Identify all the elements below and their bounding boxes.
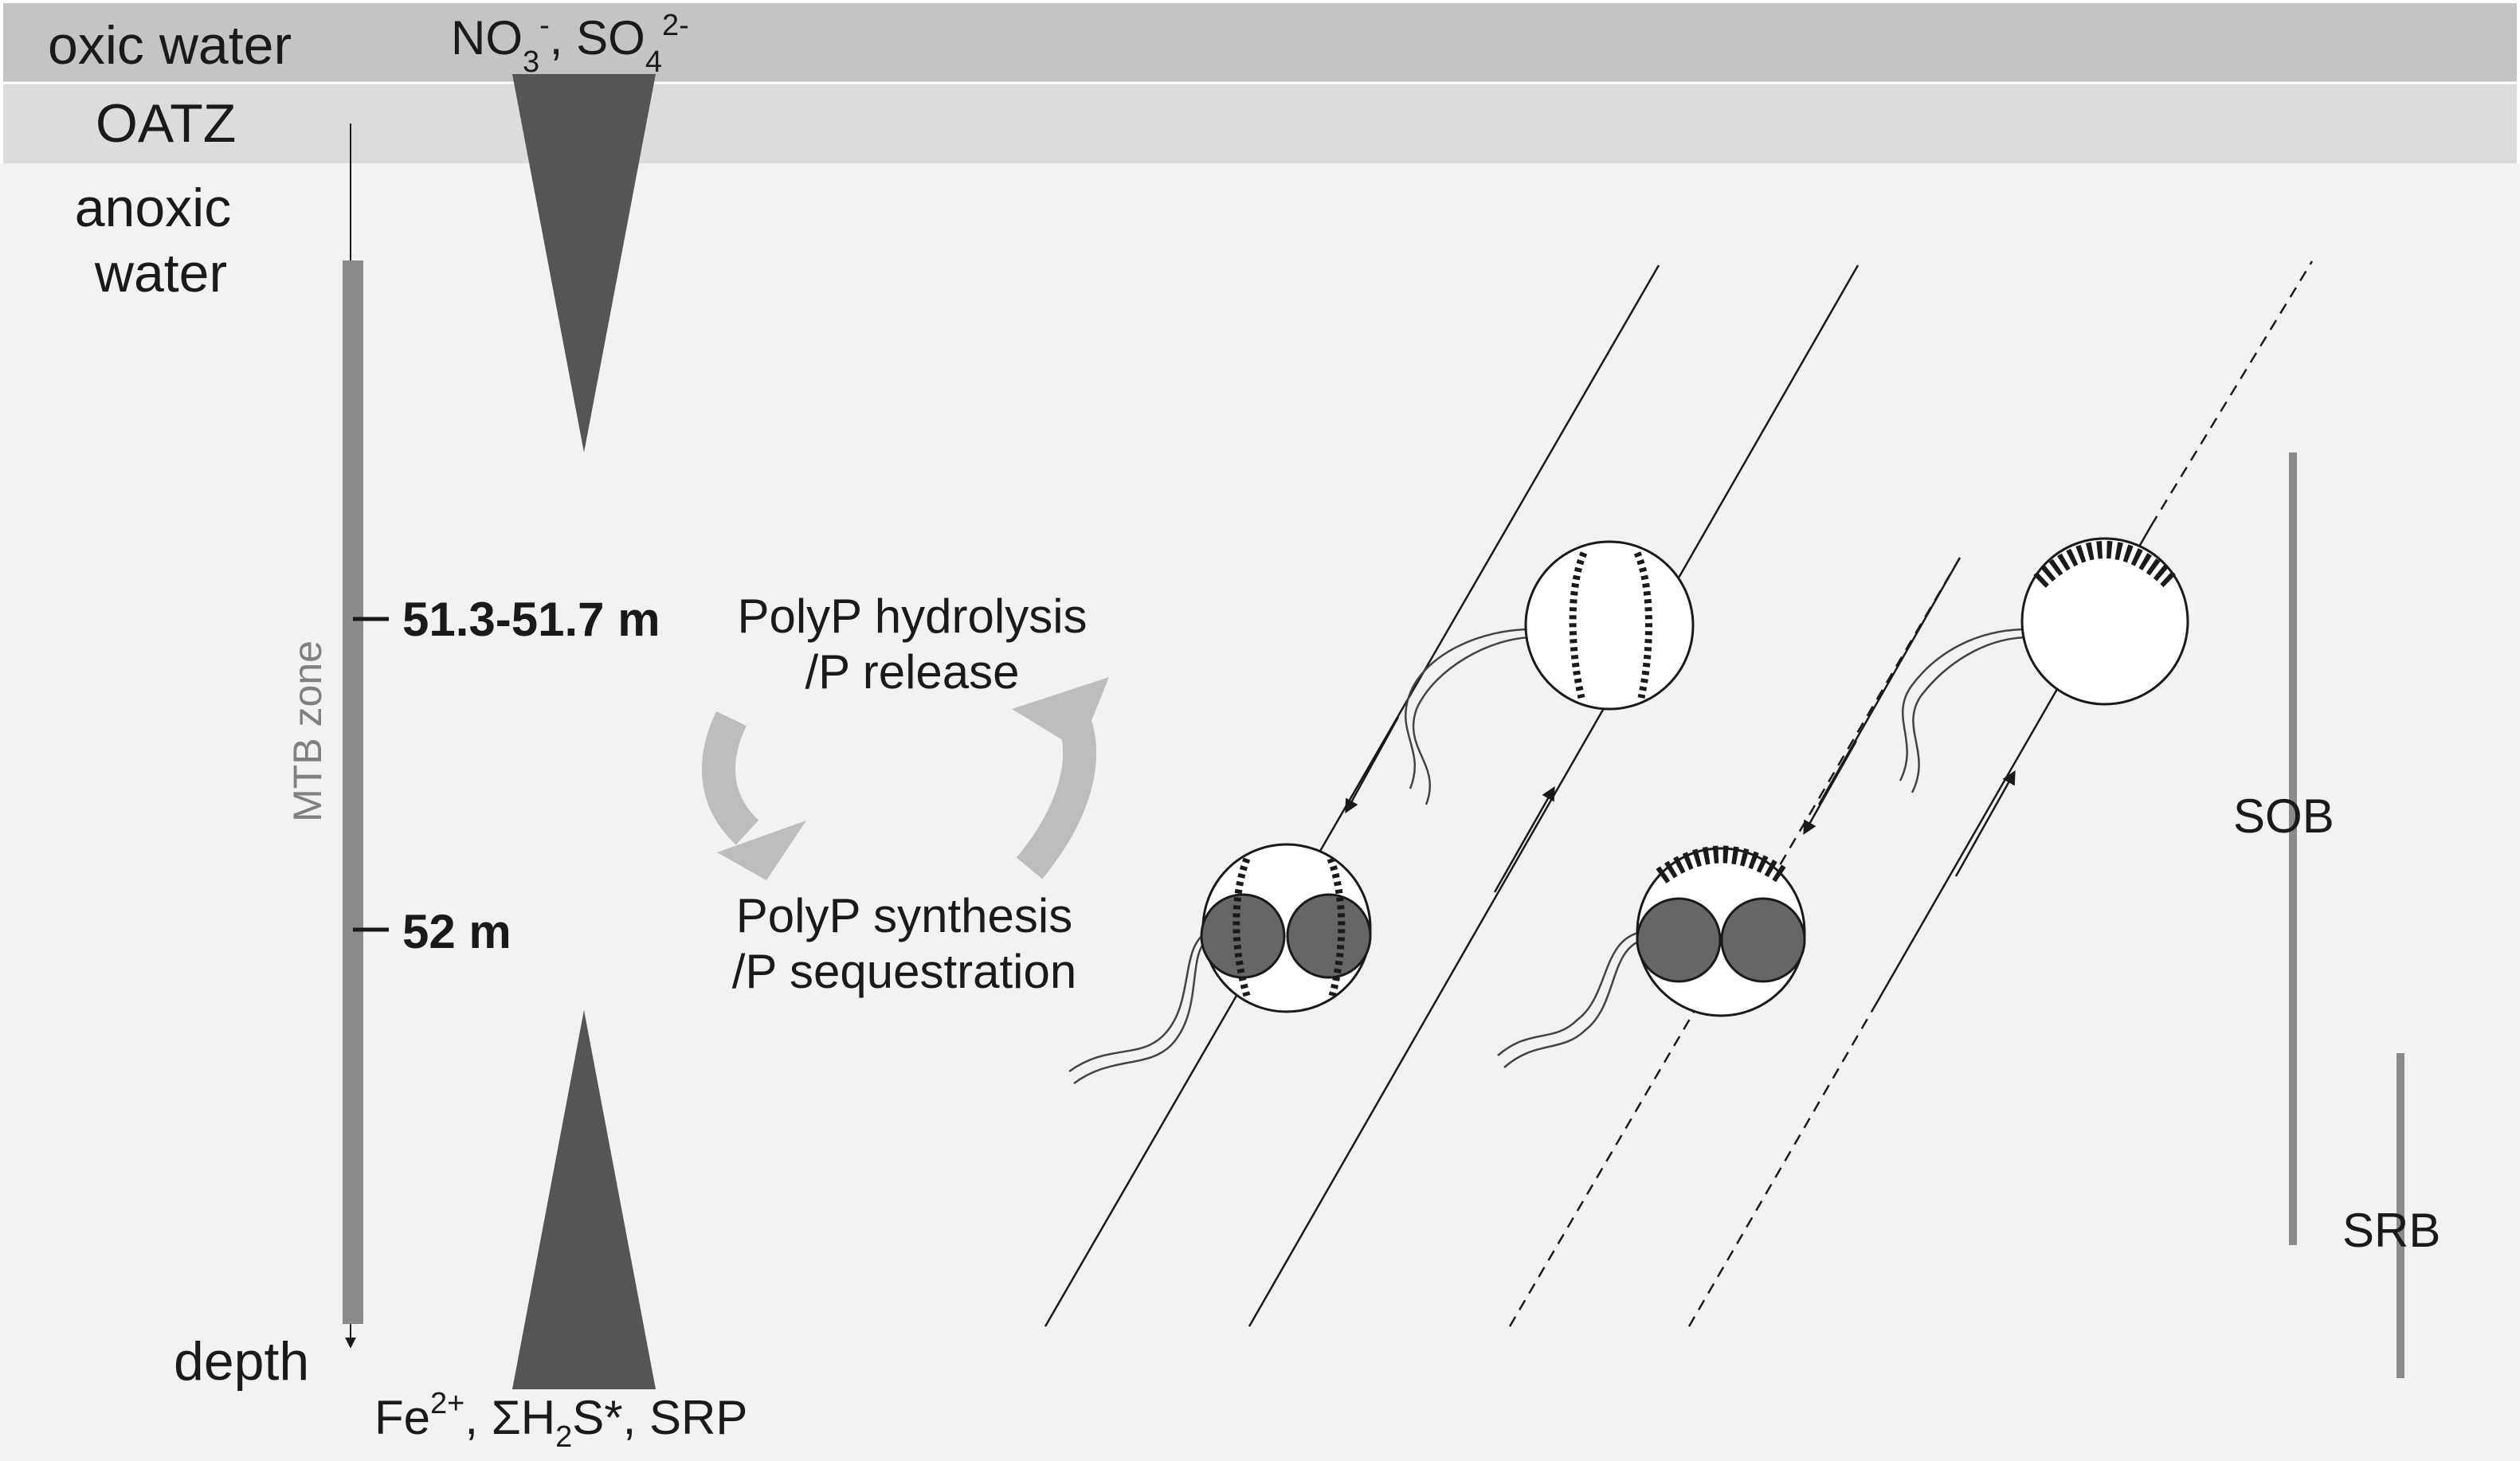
oxidant-species-label: NO3-, SO42- [451, 9, 689, 79]
track-line-4-dashed [1687, 1007, 1875, 1327]
anoxic-water-layer [0, 163, 2520, 1461]
mtb-cell-single-polyp [1899, 537, 2189, 793]
track-direction-up-2 [1954, 770, 2016, 877]
srb-bar [2397, 1053, 2404, 1378]
polyp-hydrolysis-label-line2: /P release [805, 645, 1019, 699]
track-direction-down-2 [1803, 740, 1858, 836]
track-direction-down-1 [1345, 716, 1400, 814]
sob-label: SOB [2233, 789, 2334, 843]
oxic-water-label: oxic water [48, 15, 292, 76]
srb-label: SRB [2342, 1204, 2440, 1257]
oatz-label: OATZ [96, 93, 236, 154]
cycle-arrow-down [702, 711, 806, 880]
sob-bar [2289, 452, 2297, 1245]
depth-mark-2: 52 m [402, 905, 511, 958]
track-line-1 [1044, 264, 1660, 1327]
track-line-3-solid [1817, 557, 1962, 805]
track-direction-up-1 [1493, 785, 1555, 893]
anoxic-water-label-line1: anoxic [75, 178, 232, 238]
oxic-water-layer [3, 3, 2517, 83]
polyp-synthesis-label-line2: /P sequestration [732, 945, 1077, 998]
mtb-zone-bar [343, 260, 363, 1324]
reductant-gradient-wedge [512, 1010, 656, 1389]
reductant-species-label: Fe2+, ΣH2S*, SRP [374, 1387, 747, 1454]
depth-label: depth [174, 1331, 309, 1392]
track-line-4-dashed-top [2150, 260, 2314, 527]
depth-mark-1: 51.3-51.7 m [402, 593, 660, 646]
cycle-arrow-up [1012, 677, 1109, 879]
anoxic-water-label-line2: water [94, 243, 227, 304]
mtb-zone-label: MTB zone [285, 640, 330, 822]
polyp-synthesis-label-line1: PolyP synthesis [736, 889, 1072, 942]
oxidant-gradient-wedge [512, 74, 656, 452]
polyp-hydrolysis-label-line1: PolyP hydrolysis [737, 589, 1087, 643]
mtb-cell-single-magnetosome [1405, 540, 1695, 805]
mtb-cell-dividing-magnetosome [1068, 843, 1372, 1085]
mtb-cell-dividing-polyp [1497, 845, 1806, 1068]
oatz-layer [3, 83, 2517, 163]
